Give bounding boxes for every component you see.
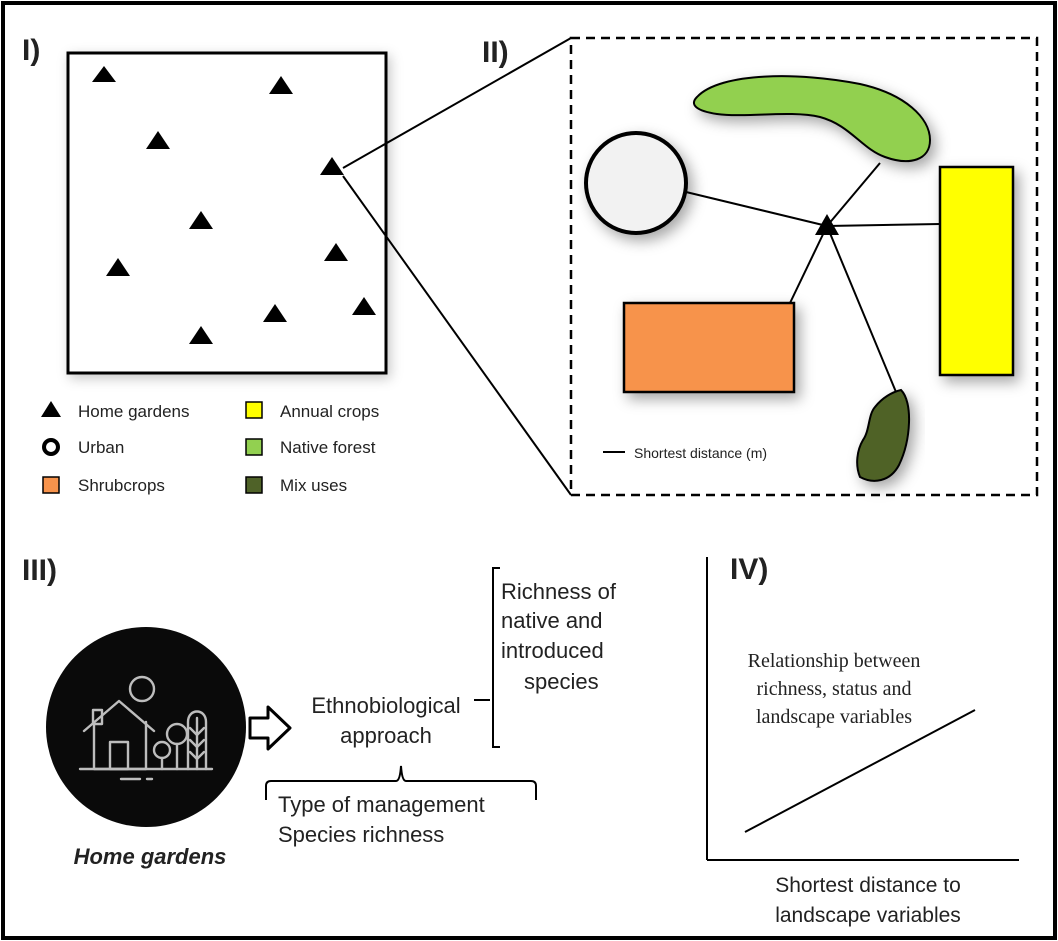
legend-shrubcrops-label: Shrubcrops — [78, 476, 165, 495]
legend-native-forest-icon — [245, 438, 263, 456]
bottom-brace — [265, 765, 537, 800]
species-richness-text: Species richness — [278, 822, 444, 847]
distance-line-mix — [826, 225, 897, 393]
richness-text-line1: Richness of — [501, 579, 617, 604]
home-gardens-caption: Home gardens — [74, 844, 227, 869]
home-garden-triangle — [320, 157, 344, 175]
urban-circle — [584, 131, 688, 235]
home-garden-triangle — [324, 243, 348, 261]
distance-line-urban — [685, 191, 828, 227]
legend-native-forest-label: Native forest — [280, 438, 376, 457]
relationship-text-line1: Relationship between — [748, 650, 921, 672]
relationship-text-line2: richness, status and — [757, 678, 912, 700]
legend-urban-label: Urban — [78, 438, 124, 457]
home-garden-focal-triangle — [815, 214, 839, 235]
home-garden-triangle — [146, 131, 170, 149]
management-text: Type of management — [278, 792, 485, 817]
home-garden-triangle — [352, 297, 376, 315]
panel-label-2: II) — [482, 36, 509, 69]
panel-label-4: IV) — [730, 553, 768, 586]
distance-lines — [685, 162, 941, 393]
legend-mix-uses-icon — [245, 476, 263, 494]
approach-text-line1: Ethnobiological — [311, 693, 460, 718]
shrubcrops-patch — [622, 301, 796, 394]
home-garden-markers — [92, 66, 376, 344]
home-garden-house-icon — [78, 675, 214, 781]
richness-text-line2: native and — [501, 608, 603, 633]
right-bracket — [474, 567, 500, 748]
relationship-text-line3: landscape variables — [756, 706, 912, 728]
home-garden-triangle — [263, 304, 287, 322]
legend-annual-crops-icon — [245, 401, 263, 419]
native-forest-patch — [692, 75, 932, 163]
home-garden-triangle — [269, 76, 293, 94]
legend-urban-icon — [42, 438, 60, 456]
legend-shrubcrops-icon — [42, 476, 60, 494]
legend-home-gardens-icon — [41, 401, 61, 417]
home-garden-triangle — [106, 258, 130, 276]
zoom-line-top — [342, 37, 572, 169]
home-garden-triangle — [189, 326, 213, 344]
zoom-line-bottom — [342, 175, 572, 496]
distance-line-shrub — [789, 225, 828, 304]
distance-legend-label: Shortest distance (m) — [634, 445, 767, 461]
panel-label-1: I) — [22, 34, 40, 67]
x-axis-label-line1: Shortest distance to — [775, 874, 961, 897]
richness-text-line3: introduced — [501, 638, 604, 663]
study-area-square — [66, 51, 388, 375]
x-axis-label-line2: landscape variables — [775, 904, 961, 927]
right-arrow-icon — [248, 705, 292, 751]
home-garden-triangle — [189, 211, 213, 229]
home-garden-triangle — [92, 66, 116, 82]
annual-crops-patch — [938, 165, 1015, 377]
legend-annual-crops-label: Annual crops — [280, 402, 379, 421]
distance-line-annual — [826, 223, 941, 227]
richness-text-line4: species — [524, 669, 599, 694]
distance-line-forest — [826, 162, 881, 227]
trend-line — [744, 709, 976, 833]
mix-uses-patch — [856, 388, 910, 482]
panel-label-3: III) — [22, 554, 57, 587]
legend: Home gardens Urban Shrubcrops Annual cro… — [41, 401, 379, 495]
legend-home-gardens-label: Home gardens — [78, 402, 190, 421]
legend-mix-uses-label: Mix uses — [280, 476, 347, 495]
approach-text-line2: approach — [340, 723, 432, 748]
